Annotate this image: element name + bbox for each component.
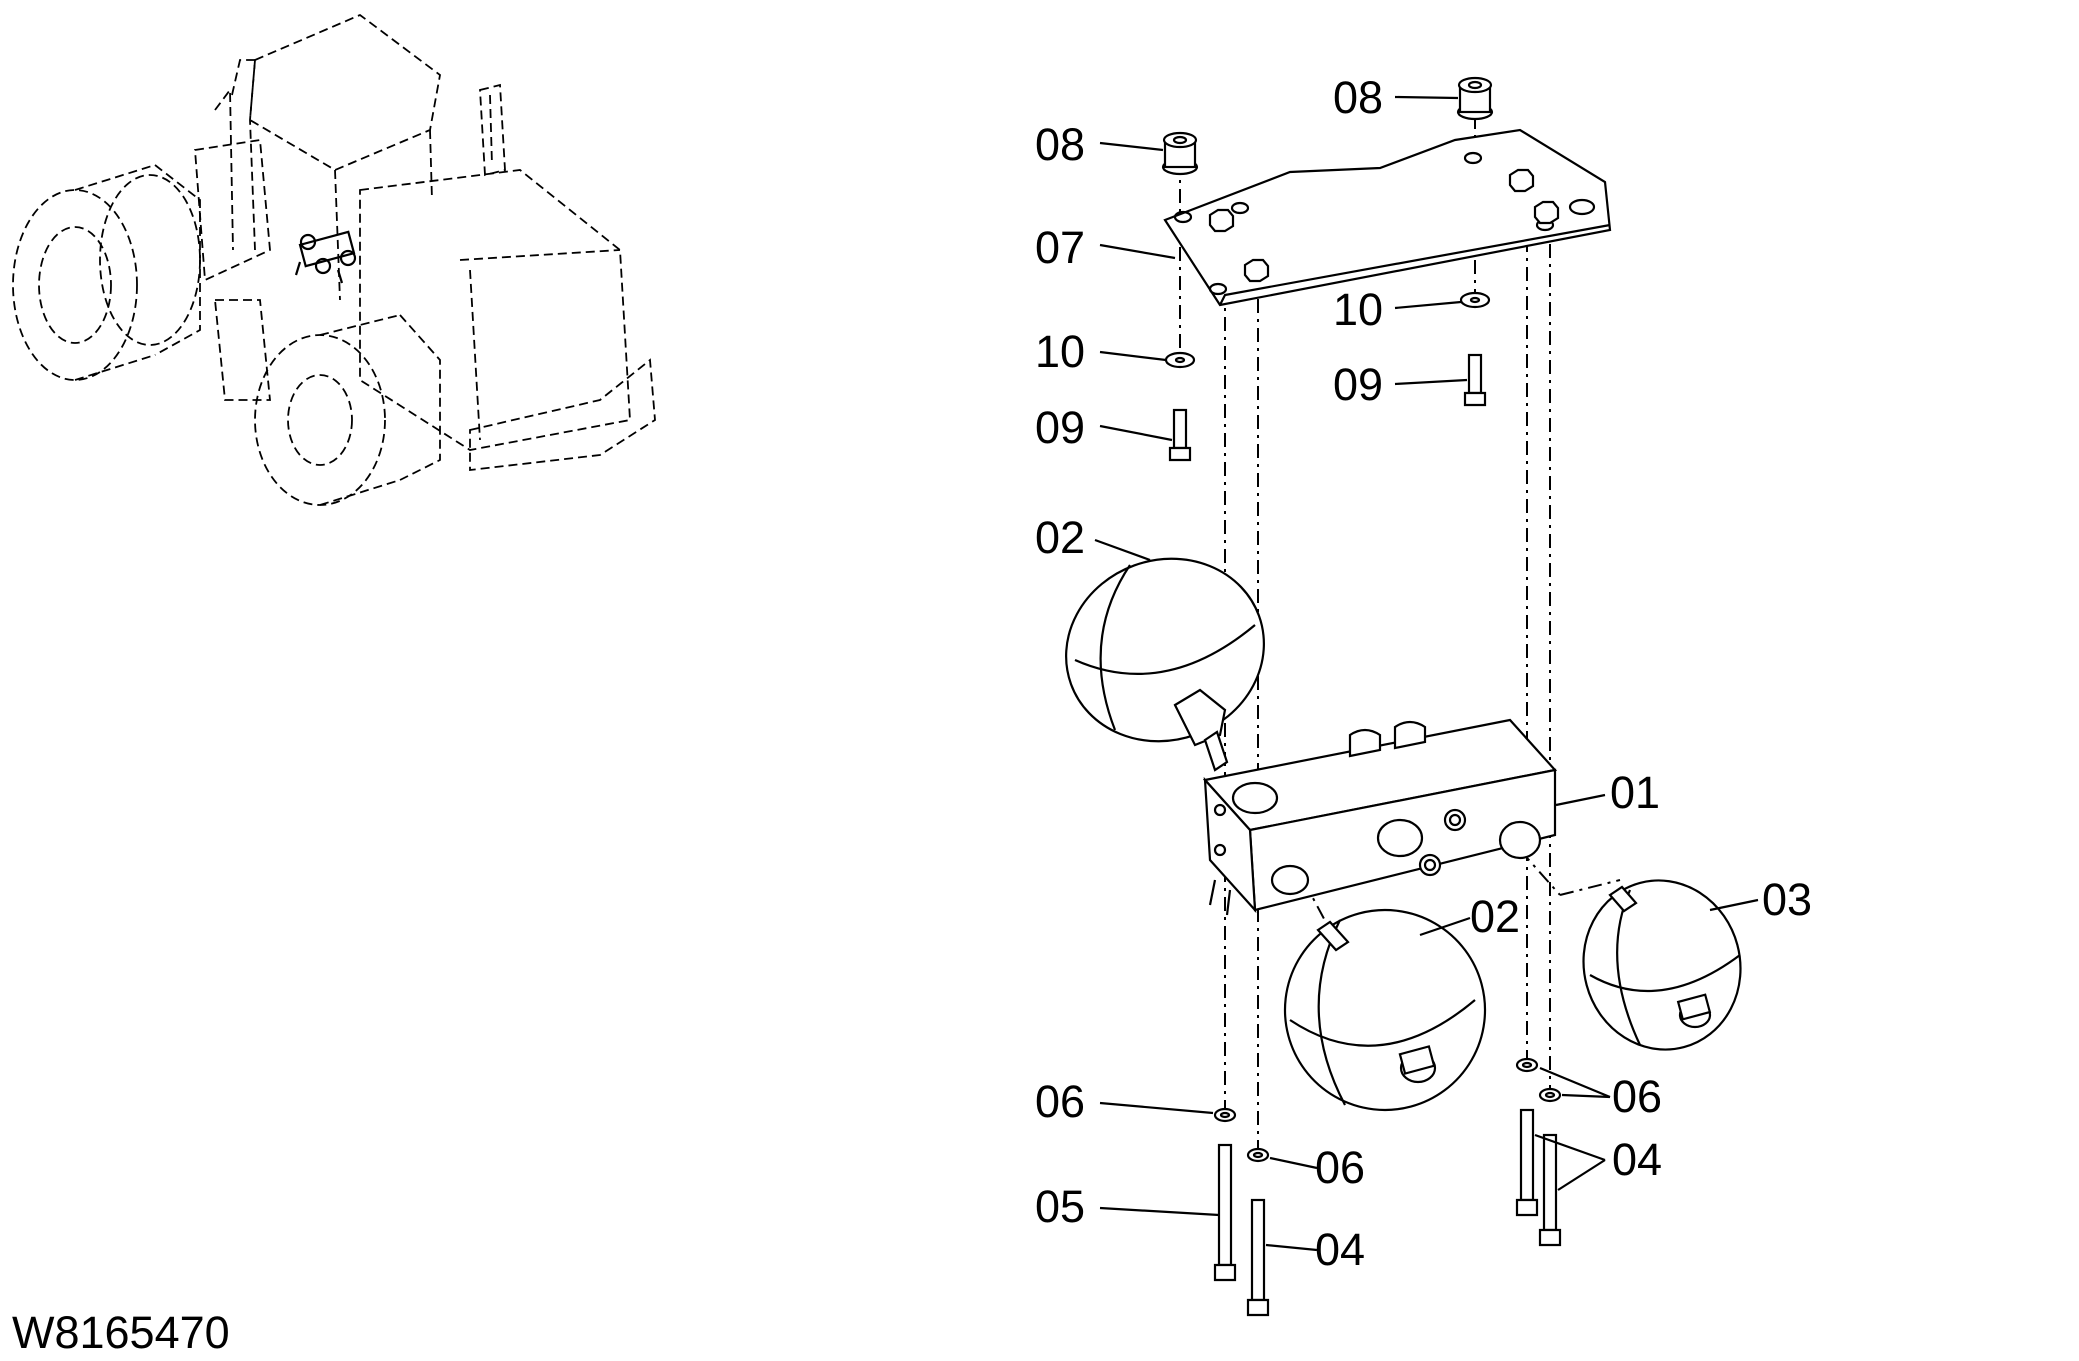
bolt-09-left <box>1168 408 1192 462</box>
callout-10-right: 10 <box>1333 284 1383 335</box>
washer-10-right <box>1459 291 1491 309</box>
callout-09-left: 09 <box>1035 402 1085 453</box>
callout-02-lower: 02 <box>1470 891 1520 942</box>
callout-06-left: 06 <box>1035 1076 1085 1127</box>
callout-10-left: 10 <box>1035 326 1085 377</box>
bolt-04-right-b <box>1538 1133 1562 1247</box>
washer-06-center <box>1246 1147 1270 1163</box>
cap-08-right <box>1456 76 1494 121</box>
cap-08-left <box>1161 131 1199 176</box>
callout-01: 01 <box>1610 767 1660 818</box>
callout-06-right: 06 <box>1612 1071 1662 1122</box>
callout-04-right: 04 <box>1612 1134 1662 1185</box>
callout-labels: 08 08 07 10 10 09 09 02 01 02 03 06 06 0… <box>1035 72 1812 1275</box>
washer-10-left <box>1164 351 1196 369</box>
callout-03: 03 <box>1762 874 1812 925</box>
washer-06-right-a <box>1515 1057 1539 1073</box>
washer-06-right-b <box>1538 1087 1562 1103</box>
leader-lines <box>1094 95 1759 1252</box>
callout-06-center: 06 <box>1315 1142 1365 1193</box>
accumulator-02-upper <box>1065 557 1265 772</box>
callout-09-right: 09 <box>1333 359 1383 410</box>
callout-05: 05 <box>1035 1181 1085 1232</box>
bolt-04-right-a <box>1515 1108 1539 1217</box>
washer-06-left <box>1213 1107 1237 1123</box>
callout-04-center: 04 <box>1315 1224 1365 1275</box>
drawing-id: W8165470 <box>12 1307 230 1358</box>
bolt-05 <box>1213 1143 1237 1282</box>
accumulator-03 <box>1582 879 1742 1051</box>
mounting-bracket <box>1163 128 1612 307</box>
callout-02-upper: 02 <box>1035 512 1085 563</box>
callout-07: 07 <box>1035 222 1085 273</box>
valve-block <box>1202 718 1558 916</box>
callout-08-left: 08 <box>1035 119 1085 170</box>
accumulator-02-lower <box>1283 908 1487 1112</box>
bolt-09-right <box>1463 353 1487 407</box>
callout-08-right: 08 <box>1333 72 1383 123</box>
vehicle-locator-illustration <box>12 13 656 506</box>
highlighted-assembly <box>294 230 357 284</box>
bolt-04-center <box>1246 1198 1270 1317</box>
